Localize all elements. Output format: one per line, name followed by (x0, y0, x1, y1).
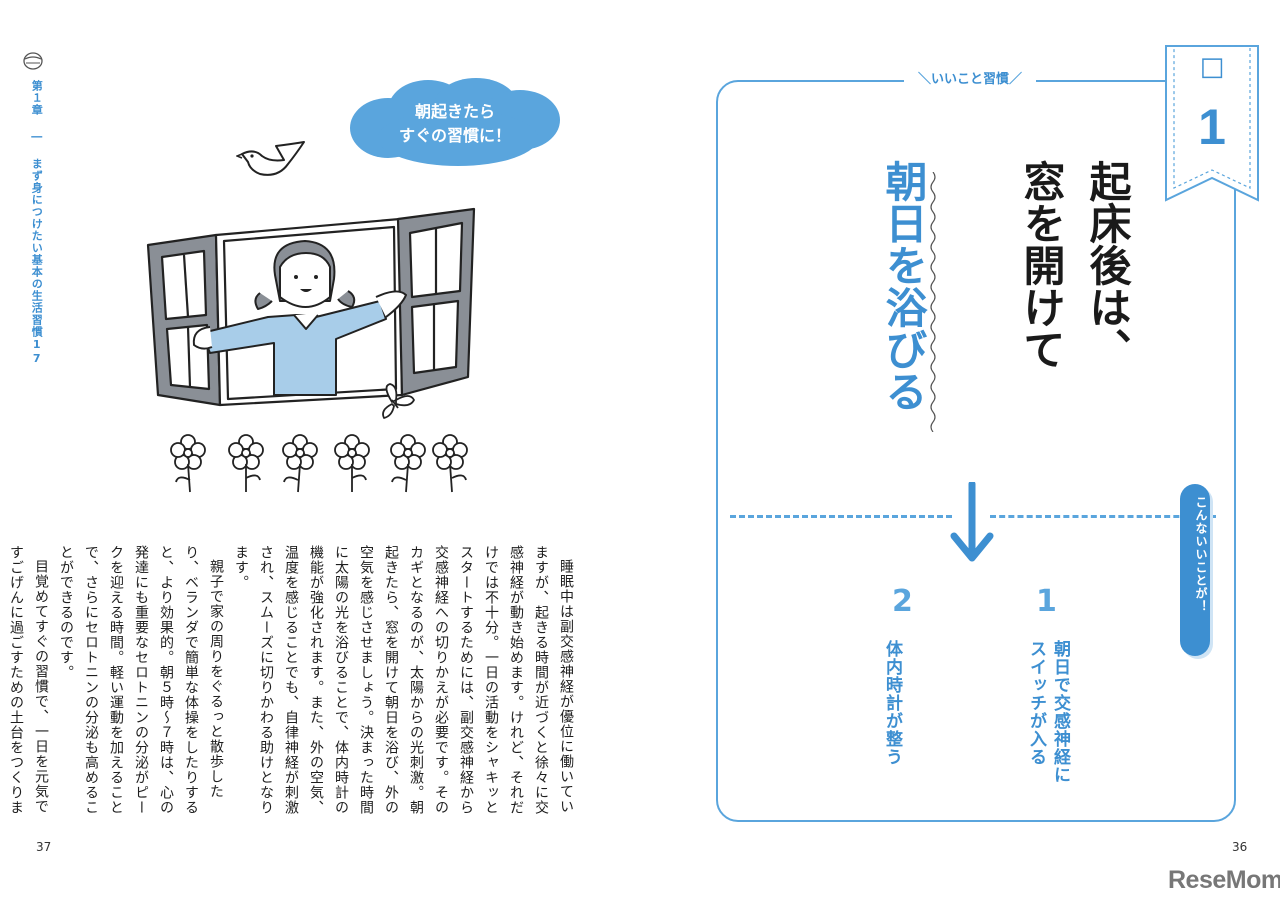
habit-tag: ＼いいこと習慣／ (904, 66, 1036, 94)
benefit-text-2: 体内時計が整う (882, 640, 902, 766)
checkbox-icon: □ (1199, 52, 1225, 82)
bird-illustration (234, 140, 308, 184)
benefit-number-1: 1 (1036, 584, 1057, 619)
habit-number-ribbon: □ 1 (1162, 44, 1262, 204)
chapter-label: 第１章 ― まず身につけたい基本の生活習慣17 (30, 80, 44, 366)
title-black: 起床後は、 窓を開けて (1017, 160, 1132, 370)
content-frame (716, 80, 1236, 822)
benefit-number-2: 2 (892, 584, 913, 619)
wavy-line (928, 171, 938, 433)
benefits-pill: こんないいことが！ (1180, 484, 1210, 656)
benefit-text-1: 朝日で交感神経にスイッチが入る (1026, 640, 1070, 784)
page-number-left: 37 (36, 840, 52, 854)
window-girl-illustration (140, 205, 480, 410)
arrow-down-icon (950, 480, 994, 566)
page-number-right: 36 (1232, 840, 1248, 854)
habit-number: 1 (1198, 99, 1226, 155)
butterfly-illustration (376, 382, 416, 422)
book-icon (22, 50, 44, 72)
cloud-text: 朝起きたら すぐの習慣に！ (398, 102, 511, 145)
body-text: 睡眠中は副交感神経が優位に働いていますが、起きる時間が近づくと徐々に交感神経が動… (8, 545, 574, 815)
title-blue: 朝日を浴びる (879, 160, 928, 412)
dashed-divider-right (990, 515, 1216, 518)
flowers-illustration (168, 430, 468, 494)
resemom-logo: ReseMom (1168, 866, 1280, 894)
speech-cloud (348, 78, 564, 168)
dashed-divider-left (730, 515, 952, 518)
